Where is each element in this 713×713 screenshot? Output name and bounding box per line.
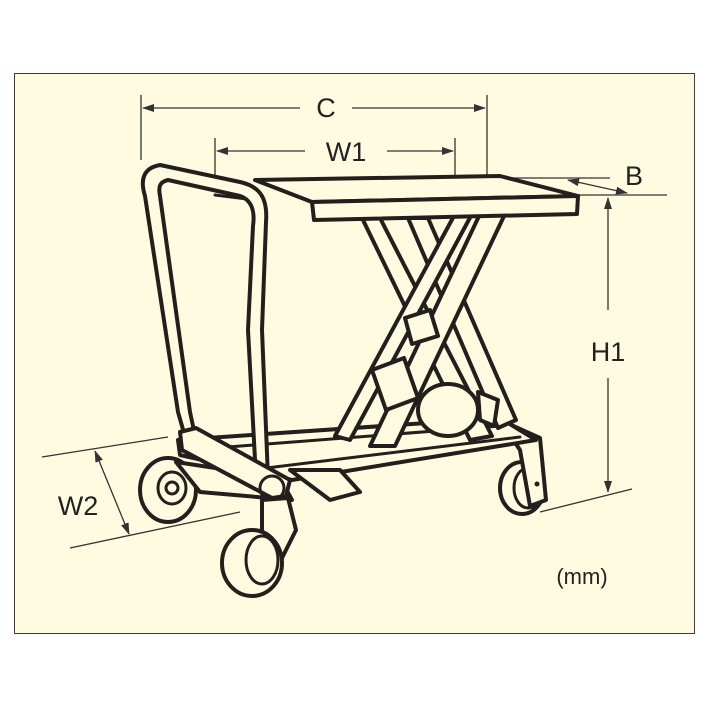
lift-cart (138, 163, 580, 598)
scissor-mechanism (333, 212, 518, 448)
dimension-c: C (140, 93, 488, 178)
dimension-w2: W2 (41, 436, 241, 549)
dimension-h1: H1 (539, 197, 633, 513)
diagram-frame (14, 73, 695, 634)
dimension-w1-label: W1 (326, 137, 367, 167)
unit-note: (mm) (556, 564, 607, 589)
front-cross-member (178, 426, 292, 502)
caster-wheel-front-right (220, 496, 298, 598)
dimension-h1-label: H1 (591, 337, 626, 367)
dimension-b: B (500, 161, 667, 196)
caster-wheel-front-left (138, 456, 294, 524)
dimension-w2-label: W2 (58, 491, 99, 521)
dimension-w1: W1 (214, 137, 456, 178)
dimension-c-label: C (316, 93, 336, 123)
push-handle (140, 163, 270, 480)
dimension-b-label: B (625, 161, 643, 191)
table-top (213, 174, 580, 222)
